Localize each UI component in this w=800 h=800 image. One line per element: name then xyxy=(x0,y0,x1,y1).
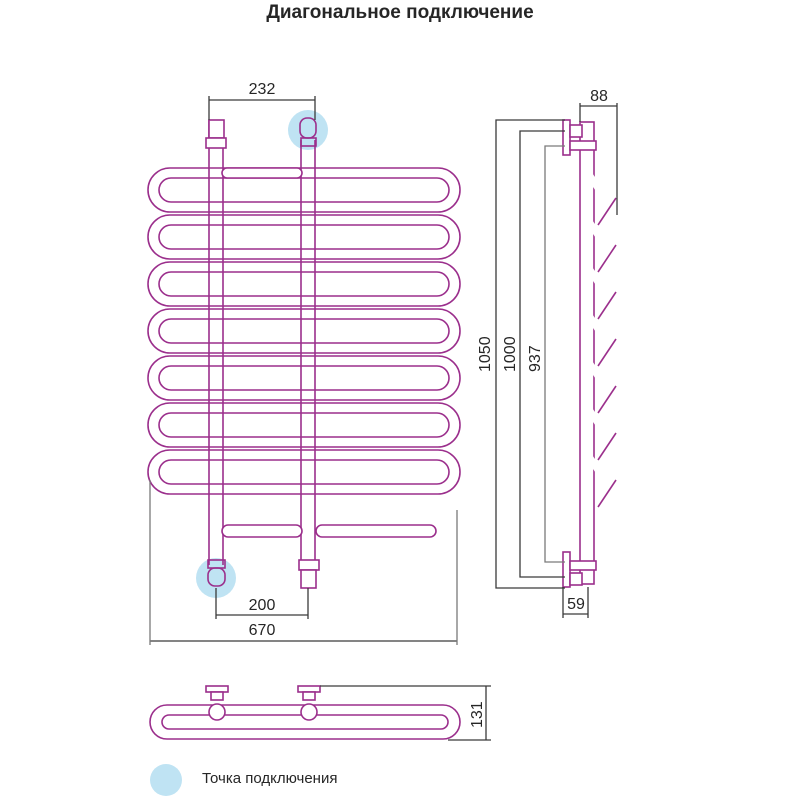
side-rung-inner xyxy=(582,260,620,313)
dimension-59: 59 xyxy=(562,587,589,618)
dim-label-200: 200 xyxy=(249,597,276,614)
dimension-232: 232 xyxy=(208,81,316,120)
dim-label-59: 59 xyxy=(567,596,585,613)
side-rung-back xyxy=(597,244,617,273)
side-rung-inner xyxy=(582,401,620,454)
top-crossbar xyxy=(221,167,303,179)
coil-inner xyxy=(158,318,450,344)
dimension-937: 937 xyxy=(527,145,565,563)
connection-point-top xyxy=(288,110,328,150)
dim-label-1050: 1050 xyxy=(477,336,494,372)
side-rung-back xyxy=(597,338,617,367)
bottom-crossbar-right xyxy=(315,524,437,538)
top-view-valve-right xyxy=(297,685,321,721)
dimension-88: 88 xyxy=(579,88,618,215)
dim-label-937: 937 xyxy=(527,345,544,372)
left-collector xyxy=(208,120,224,565)
dim-label-88: 88 xyxy=(590,88,608,105)
bottom-right-fitting xyxy=(298,559,320,589)
dim-label-670: 670 xyxy=(249,622,276,639)
right-collector xyxy=(300,140,316,565)
dimension-131: 131 xyxy=(320,685,491,741)
top-view-valve-left xyxy=(205,685,229,721)
side-rung-inner xyxy=(582,307,620,360)
coil-inner xyxy=(158,459,450,485)
top-right-fitting xyxy=(299,117,317,147)
coil-inner xyxy=(158,365,450,391)
side-top-bracket xyxy=(562,119,597,156)
top-left-fitting xyxy=(205,119,227,149)
side-rung-back xyxy=(597,197,617,226)
bottom-left-fitting xyxy=(207,559,226,587)
dim-label-1000: 1000 xyxy=(502,336,519,372)
dimension-1050: 1050 xyxy=(477,119,565,589)
side-rung-inner xyxy=(582,213,620,266)
legend-label: Точка подключения xyxy=(202,770,338,787)
dimension-670: 670 xyxy=(149,480,458,645)
coils xyxy=(147,167,461,495)
dim-label-232: 232 xyxy=(249,81,276,98)
side-bottom-bracket xyxy=(562,551,597,588)
connection-point-bottom xyxy=(196,558,236,598)
legend-connection-point-icon xyxy=(150,764,182,796)
coil-inner xyxy=(158,412,450,438)
coil-inner xyxy=(158,177,450,203)
dimension-200: 200 xyxy=(215,588,309,619)
side-rung-inner xyxy=(582,448,620,501)
side-rung-inner xyxy=(582,166,620,219)
dim-label-131: 131 xyxy=(469,701,486,728)
side-rung-inner xyxy=(582,354,620,407)
side-rung-back xyxy=(597,385,617,414)
coil-inner xyxy=(158,271,450,297)
diagram-title: Диагональное подключение xyxy=(266,2,534,23)
coil-inner xyxy=(158,224,450,250)
side-rungs xyxy=(582,166,620,508)
front-view: 232 200 670 xyxy=(147,81,461,645)
side-rung-back xyxy=(597,291,617,320)
bottom-crossbar xyxy=(221,524,303,538)
side-rung-back xyxy=(597,479,617,508)
side-collector xyxy=(579,121,595,585)
side-rung-back xyxy=(597,432,617,461)
dimension-1000: 1000 xyxy=(502,130,565,578)
side-view: 88 59 1050 1000 937 xyxy=(477,88,620,618)
top-view: 131 xyxy=(149,685,491,741)
